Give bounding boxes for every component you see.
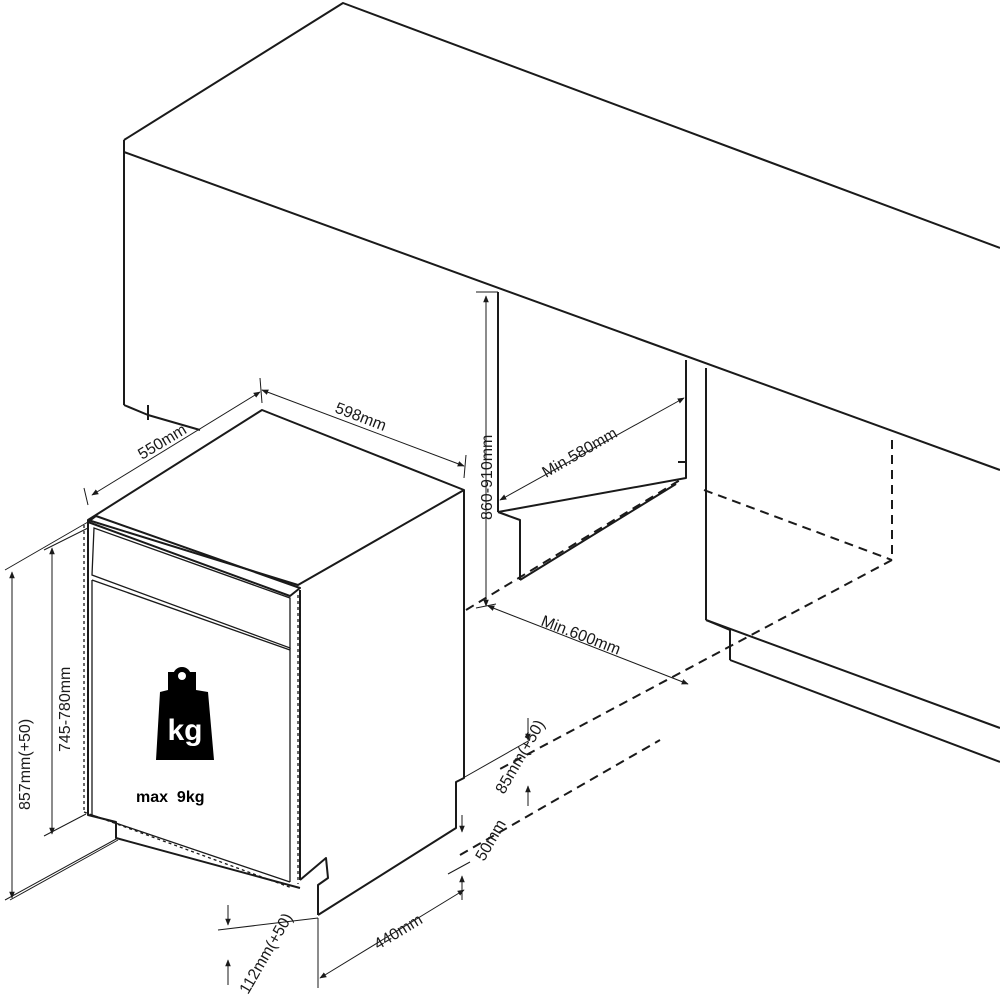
dimension-plinth-depth: 440mm: [317, 889, 465, 988]
niche-outline-dashed: [459, 440, 893, 856]
label-plinth-gap: 50mm: [473, 817, 510, 864]
dimension-door-height: 745-780mm: [43, 527, 89, 837]
countertop: [123, 2, 1000, 471]
label-niche-height: 860-910mm: [479, 435, 496, 520]
dishwasher-door: [83, 515, 301, 889]
dimension-plinth-bottom: 112mm(+50): [9, 839, 319, 997]
weight-icon-text: kg: [167, 714, 202, 747]
weight-icon: kg: [156, 667, 214, 760]
label-total-height: 857mm(+50): [17, 719, 34, 810]
dimension-cabinet-depth: 550mm: [83, 377, 263, 506]
max-load-label: max 9kg: [136, 789, 204, 806]
label-plinth-bottom: 112mm(+50): [237, 911, 297, 997]
label-niche-depth: Min.580mm: [540, 425, 621, 482]
right-cabinet: [705, 368, 1000, 763]
dishwasher: [87, 409, 465, 916]
label-niche-width: Min.600mm: [539, 613, 623, 659]
dimension-total-height: 857mm(+50): [4, 521, 119, 901]
dimension-plinth-height: 85mm(+50): [455, 717, 549, 806]
dimension-cabinet-width: 598mm: [261, 389, 467, 479]
dimension-niche-width: Min.600mm: [487, 605, 689, 685]
dimension-niche-depth: Min.580mm: [499, 397, 685, 501]
label-cabinet-depth: 550mm: [135, 421, 189, 463]
dimension-niche-height: 860-910mm: [475, 291, 498, 609]
dimension-plinth-gap: 50mm: [447, 815, 510, 900]
label-plinth-height: 85mm(+50): [493, 717, 549, 797]
label-door-height: 745-780mm: [57, 667, 74, 752]
left-cabinet: [123, 404, 201, 431]
label-cabinet-width: 598mm: [333, 400, 389, 435]
label-plinth-depth: 440mm: [371, 911, 425, 953]
